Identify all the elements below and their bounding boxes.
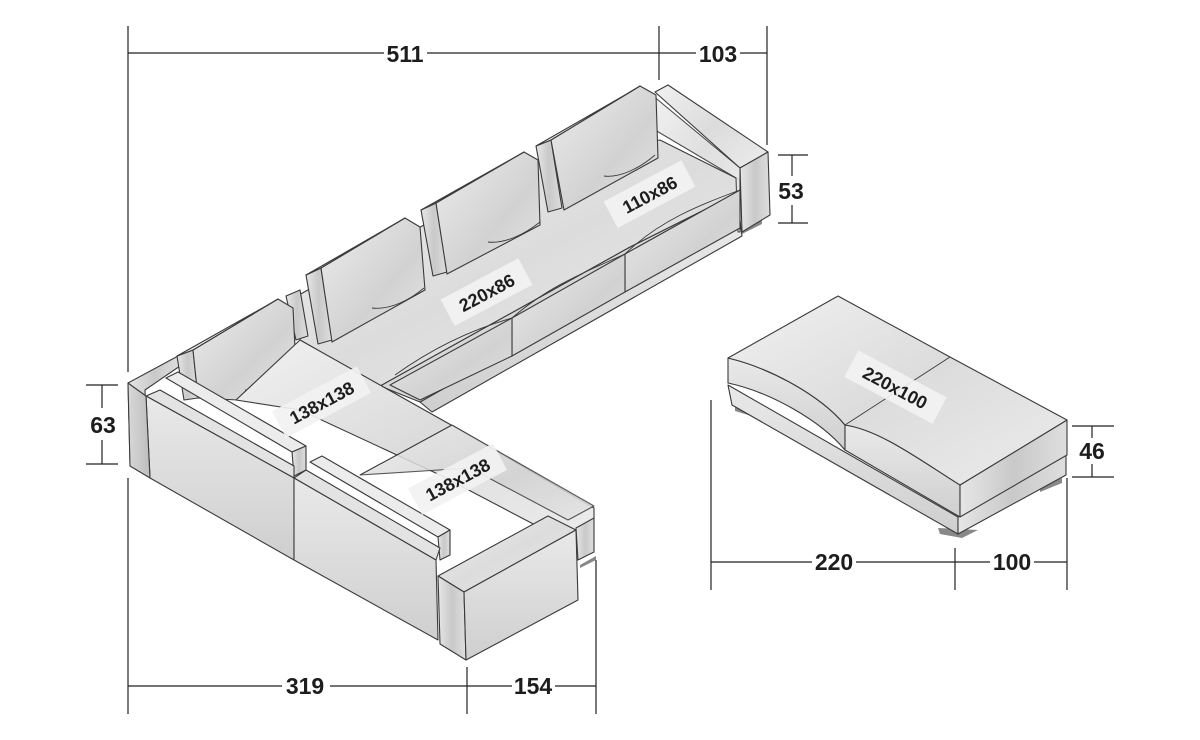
dimension-lines bbox=[86, 26, 1114, 714]
dim-bottom-length: 319 bbox=[286, 673, 324, 699]
dim-bottom-depth: 154 bbox=[514, 673, 553, 699]
dim-top-length: 511 bbox=[386, 41, 423, 67]
dim-ottoman-length: 220 bbox=[815, 549, 853, 575]
module-label-end-seat: 110x86 bbox=[603, 160, 696, 229]
backrest-cushion-3 bbox=[535, 85, 659, 213]
backrest-cushion-1 bbox=[305, 217, 426, 345]
dim-right-arm-height: 53 bbox=[778, 178, 804, 204]
dim-ottoman-height: 46 bbox=[1079, 438, 1105, 464]
dim-left-back-height: 63 bbox=[90, 412, 116, 438]
ottoman bbox=[727, 295, 1068, 538]
dim-ottoman-depth: 100 bbox=[993, 549, 1031, 575]
dim-top-depth: 103 bbox=[699, 41, 737, 67]
backrest-cushion-2 bbox=[420, 151, 541, 277]
